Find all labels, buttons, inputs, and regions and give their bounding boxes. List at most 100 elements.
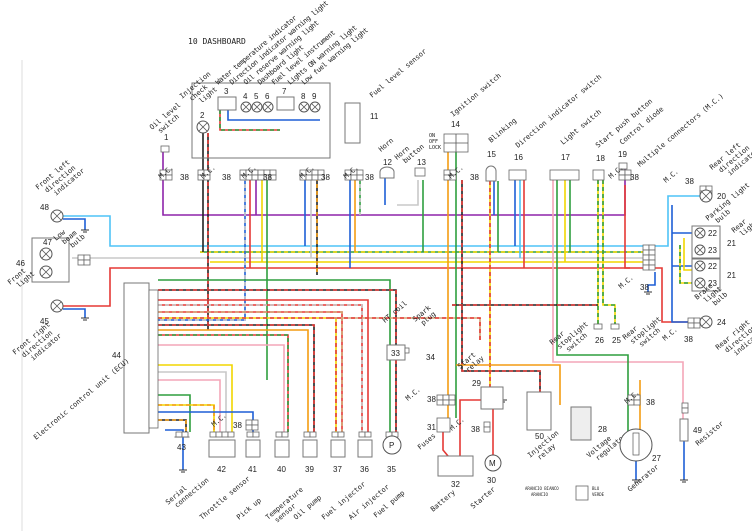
ground-icon [632,479,640,483]
svg-text:50: 50 [535,432,544,441]
wire [158,404,215,432]
multiple-connector-38 [275,431,289,438]
svg-text:ON: ON [429,133,435,139]
wire [456,364,561,405]
battery: 32 Battery [429,455,474,514]
connector-label: M.C. [661,326,679,343]
svg-text:Front rightdirectionindicator: Front rightdirectionindicator [11,320,63,369]
connector-number: 38 [263,173,272,182]
svg-text:12: 12 [383,158,392,167]
svg-text:31: 31 [427,423,436,432]
svg-text:46: 46 [16,259,25,268]
multiple-connector-38: 38M.C. [157,164,189,182]
connector-label: M.C. [617,274,635,291]
component-label: Serialconnection [164,470,210,513]
wire [158,311,343,432]
multiple-connector-38: 38M.C. [239,164,277,182]
wire [63,195,700,247]
svg-text:5: 5 [254,92,259,101]
svg-text:26: 26 [595,336,604,345]
wire [158,419,187,432]
component-label: Fuel injector [320,480,367,521]
wire [158,289,397,432]
wire [158,379,221,432]
front-light: 47 46 Lowbeambulb Frontlight [6,228,86,290]
svg-text:19: 19 [618,150,627,159]
multiple-connector-38 [175,431,189,438]
connector-number: 38 [427,395,436,404]
connector-number: 38 [684,335,693,344]
svg-text:Ignition switch: Ignition switch [449,72,503,119]
svg-text:Rearlight: Rearlight [730,212,752,240]
svg-text:48: 48 [40,203,49,212]
svg-text:Electronic control unit (ECU): Electronic control unit (ECU) [32,357,131,442]
wire [158,329,309,432]
svg-text:Rearstoplightswitch: Rearstoplightswitch [548,314,595,359]
wire [330,317,481,340]
connector-number: 38 [685,177,694,186]
svg-text:2: 2 [200,111,205,120]
multiple-connector-38 [209,431,235,438]
svg-text:29: 29 [472,379,481,388]
wire [158,304,363,432]
svg-text:OFF: OFF [429,139,438,145]
fuel-pump-number: 35 [387,465,396,474]
connector-label: M.C. [662,168,680,185]
svg-text:22: 22 [708,262,717,271]
wire [552,180,684,419]
generator: 27 Generator [619,428,661,494]
svg-text:Generator: Generator [626,463,660,494]
svg-text:20: 20 [717,192,726,201]
multiple-connector-38 [681,402,689,414]
horn: 12 Horn [377,137,395,179]
svg-text:23: 23 [708,279,717,288]
connector-number: 38 [630,173,639,182]
ground-icon [81,229,89,233]
component-number: 40 [277,465,286,474]
svg-text:ARANCIO BIANCO: ARANCIO BIANCO [525,486,559,491]
svg-text:Direction indicator switch: Direction indicator switch [514,73,603,150]
svg-text:18: 18 [596,154,605,163]
wire [158,334,289,432]
wire [63,308,86,318]
svg-text:17: 17 [561,153,570,162]
svg-text:34: 34 [426,353,435,362]
connector-number: 38 [222,173,231,182]
wire [158,344,285,432]
resistor: 49 Resistor [679,418,725,448]
svg-text:Battery: Battery [429,488,457,513]
svg-text:44: 44 [112,351,121,360]
component-number: 43 [177,443,186,452]
svg-text:1: 1 [164,133,169,142]
connector-label: M.C. [404,386,422,403]
multiple-connector-38: 38M.C. [448,416,491,434]
ground-icon [81,317,89,321]
wire [397,180,419,206]
component-number: 42 [217,465,226,474]
component-number: 41 [248,465,257,474]
svg-text:BLU: BLU [592,486,600,491]
fuel-level-sensor: 11 Fuel level sensor [344,47,428,144]
svg-text:30: 30 [487,476,496,485]
svg-text:Rear leftdirectionindicator: Rear leftdirectionindicator [708,135,752,184]
multiple-connector-38 [358,431,372,438]
front-left-direction-indicator: 48 Front leftdirectionindicator [34,158,86,223]
wire [158,324,315,432]
svg-text:24: 24 [717,318,726,327]
wire [158,170,246,321]
multiple-connector-38: 38M.C. [342,164,374,182]
wire [63,218,86,230]
wires [63,110,700,483]
starter: M 30 Starter [469,454,502,511]
svg-text:16: 16 [514,153,523,162]
wire [679,245,695,284]
control-diode: 19 Control diode Multiple connectors (M.… [618,92,725,170]
dashboard-box [191,82,331,159]
svg-text:47: 47 [43,238,52,247]
connector-number: 38 [470,173,479,182]
fuses: 31 Fuses [416,417,451,452]
connector-legend: ARANCIO BIANCO ARANCIO BLU VERDE [525,485,605,501]
